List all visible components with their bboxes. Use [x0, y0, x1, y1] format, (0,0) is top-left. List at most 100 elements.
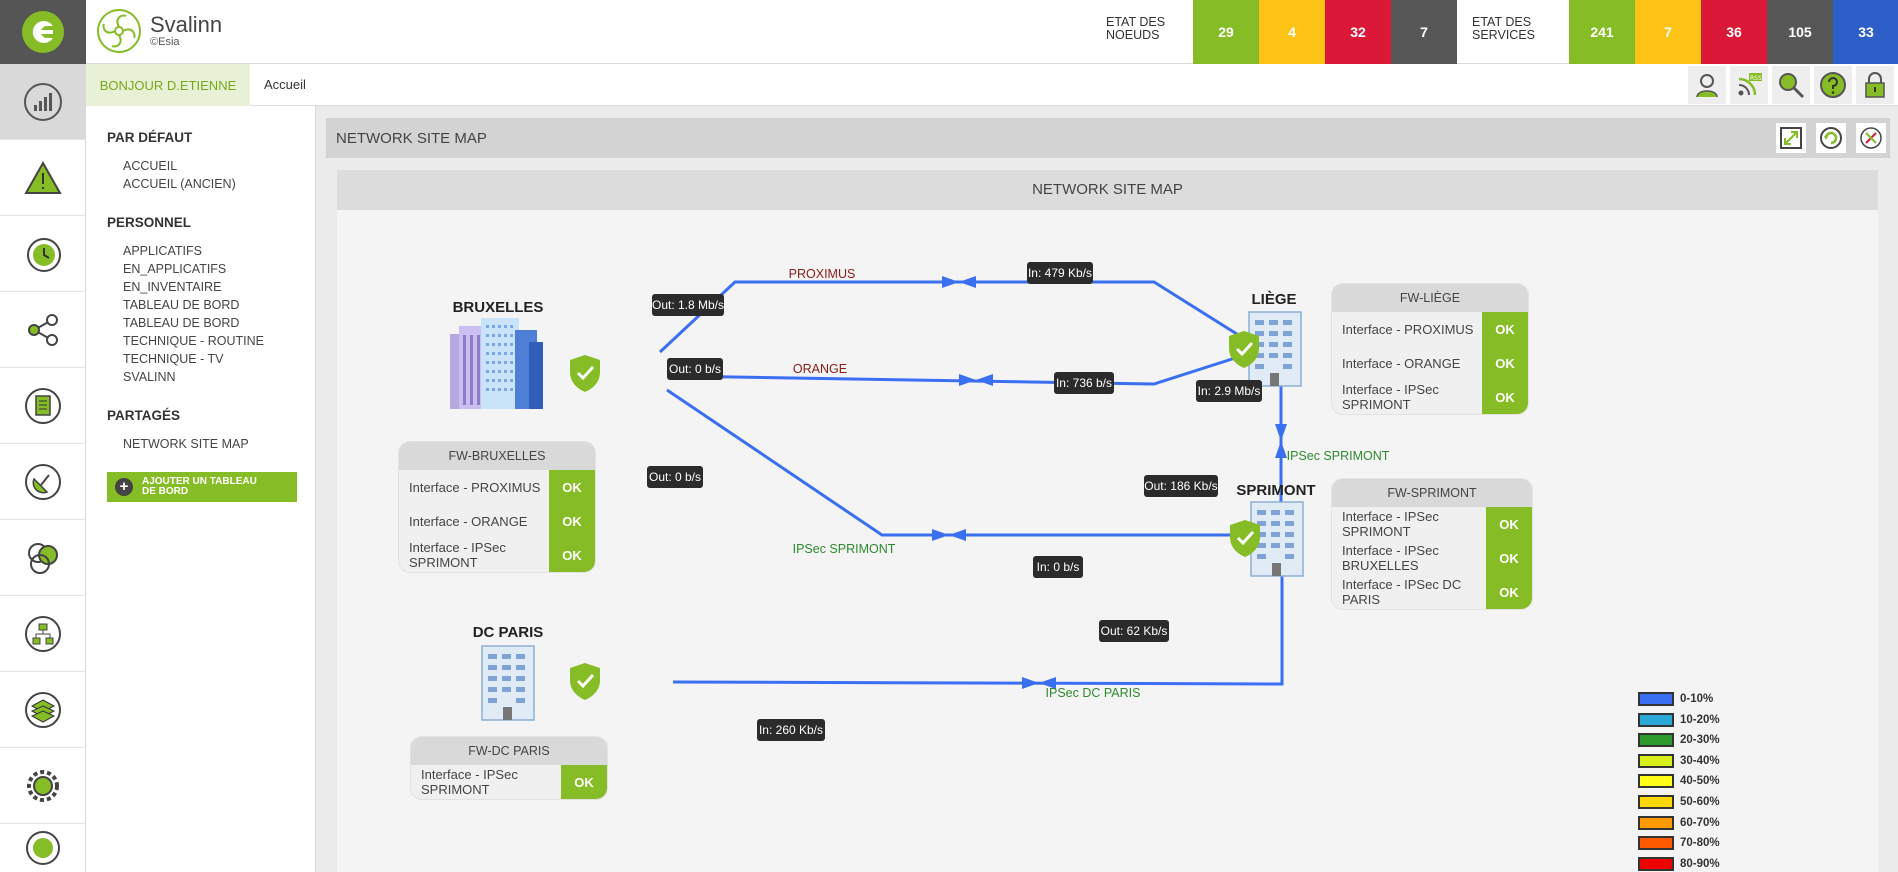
ipsec-liege-midpoint-marker	[1275, 424, 1287, 458]
services-state-1[interactable]: 7	[1635, 0, 1701, 64]
expand-button[interactable]	[1776, 123, 1806, 153]
link-label-ipsec-sprimont-bottom: IPSec SPRIMONT	[793, 542, 896, 556]
legend-item: 60-70%	[1638, 815, 1720, 830]
nodes-state-label: ETAT DES NOEUDS	[1106, 16, 1165, 42]
rail-dashboard[interactable]	[0, 64, 86, 140]
card-title: FW-DC PARIS	[411, 737, 607, 765]
breadcrumb[interactable]: Accueil	[264, 77, 306, 92]
rail-topology[interactable]	[0, 596, 86, 672]
services-state-0[interactable]: 241	[1569, 0, 1635, 64]
network-map-canvas: PROXIMUS ORANGE IPSec SPRIMONT IPSec SPR…	[450, 262, 1390, 741]
rail-share[interactable]	[0, 292, 86, 368]
rail-reports[interactable]	[0, 368, 86, 444]
bruxelles-building-icon[interactable]	[450, 318, 543, 409]
legend-item: 30-40%	[1638, 753, 1720, 768]
rail-satellite[interactable]	[0, 444, 86, 520]
legend-swatch	[1638, 774, 1674, 789]
legend-swatch	[1638, 795, 1674, 809]
traffic-out-sprimont-liege-text: Out: 186 Kb/s	[1144, 479, 1217, 493]
traffic-in-proximus-text: In: 479 Kb/s	[1028, 266, 1092, 280]
menu-item[interactable]: TABLEAU DE BORD	[123, 316, 240, 330]
link-orange-line[interactable]	[672, 349, 1258, 386]
rail-history[interactable]	[0, 216, 86, 292]
search-icon	[1779, 73, 1805, 99]
add-board-label-line2: DE BORD	[142, 486, 189, 497]
add-board-label-line1: AJOUTER UN TABLEAU	[142, 476, 257, 487]
traffic-in-paris-badge: In: 260 Kb/s	[757, 719, 825, 741]
history-clock-icon	[27, 237, 61, 272]
link-proximus-line[interactable]	[658, 280, 1249, 354]
rail-layers[interactable]	[0, 672, 86, 748]
esia-logo[interactable]	[0, 0, 86, 64]
rail-settings[interactable]	[0, 748, 86, 824]
add-dashboard-button[interactable]: + AJOUTER UN TABLEAU DE BORD	[107, 472, 297, 502]
services-state-3[interactable]: 105	[1767, 0, 1833, 64]
liege-status-shield-icon[interactable]	[1229, 331, 1259, 368]
menu-item[interactable]: SVALINN	[123, 370, 176, 384]
search-button[interactable]	[1772, 66, 1810, 104]
rss-button[interactable]: RSS	[1730, 66, 1768, 104]
edit-button[interactable]	[1856, 123, 1886, 153]
traffic-in-paris-text: In: 260 Kb/s	[759, 723, 823, 737]
rail-info[interactable]	[0, 824, 86, 872]
rail-alerts[interactable]	[0, 140, 86, 216]
menu-item[interactable]: TABLEAU DE BORD	[123, 298, 240, 312]
interface-status-badge: OK	[1486, 575, 1532, 609]
interface-label: Interface - IPSec SPRIMONT	[1342, 509, 1439, 539]
rail-users[interactable]	[0, 520, 86, 596]
paris-building-icon[interactable]	[481, 645, 535, 721]
sprimont-status-shield-icon[interactable]	[1230, 520, 1260, 557]
interface-status-badge: OK	[1482, 380, 1528, 414]
legend-swatch	[1638, 836, 1674, 851]
menu-item[interactable]: EN_INVENTAIRE	[123, 280, 222, 294]
user-profile-button[interactable]	[1688, 66, 1726, 104]
lock-button[interactable]	[1856, 66, 1894, 104]
bruxelles-status-shield-icon[interactable]	[570, 355, 600, 392]
esia-logo-icon	[22, 11, 64, 53]
link-ipsec-bru-sprimont-line[interactable]	[666, 388, 1259, 537]
traffic-out-proximus-text: Out: 1.8 Mb/s	[652, 298, 724, 312]
satellite-dish-icon	[25, 463, 61, 500]
paris-status-shield-icon[interactable]	[570, 663, 600, 700]
greeting-label[interactable]: BONJOUR D.ETIENNE	[86, 64, 250, 106]
pencil-icon	[1860, 127, 1882, 149]
layers-icon	[25, 691, 61, 728]
menu-item[interactable]: EN_APPLICATIFS	[123, 262, 227, 276]
help-button[interactable]	[1814, 66, 1852, 104]
interface-label: Interface - ORANGE	[409, 513, 528, 529]
services-state-4[interactable]: 33	[1833, 0, 1898, 64]
services-state-2[interactable]: 36	[1701, 0, 1767, 64]
nodes-state-1[interactable]: 4	[1259, 0, 1325, 64]
menu-section-default: PAR DÉFAUT	[107, 130, 193, 145]
legend-label: 30-40%	[1680, 754, 1720, 767]
nodes-state-3[interactable]: 7	[1391, 0, 1457, 64]
menu-item[interactable]: TECHNIQUE - ROUTINE	[123, 334, 264, 348]
legend-item: 40-50%	[1638, 774, 1720, 789]
menu-item[interactable]: ACCUEIL (ANCIEN)	[123, 177, 236, 191]
menu-item[interactable]: NETWORK SITE MAP	[123, 437, 249, 451]
refresh-button[interactable]	[1816, 123, 1846, 153]
warning-icon	[24, 160, 62, 194]
menu-item[interactable]: TECHNIQUE - TV	[123, 352, 224, 366]
legend-item: 0-10%	[1638, 692, 1713, 706]
interface-status-badge: OK	[1482, 346, 1528, 380]
svg-text:RSS: RSS	[1750, 75, 1762, 82]
link-ipsec-paris-line[interactable]	[672, 558, 1284, 686]
sub-bar: BONJOUR D.ETIENNE Accueil RSS	[86, 64, 1898, 106]
nodes-state-0[interactable]: 29	[1193, 0, 1259, 64]
brand[interactable]: Svalinn ©Esia	[96, 8, 222, 54]
menu-item[interactable]: ACCUEIL	[123, 159, 178, 173]
nodes-state-2[interactable]: 32	[1325, 0, 1391, 64]
menu-item[interactable]: APPLICATIFS	[123, 244, 202, 258]
